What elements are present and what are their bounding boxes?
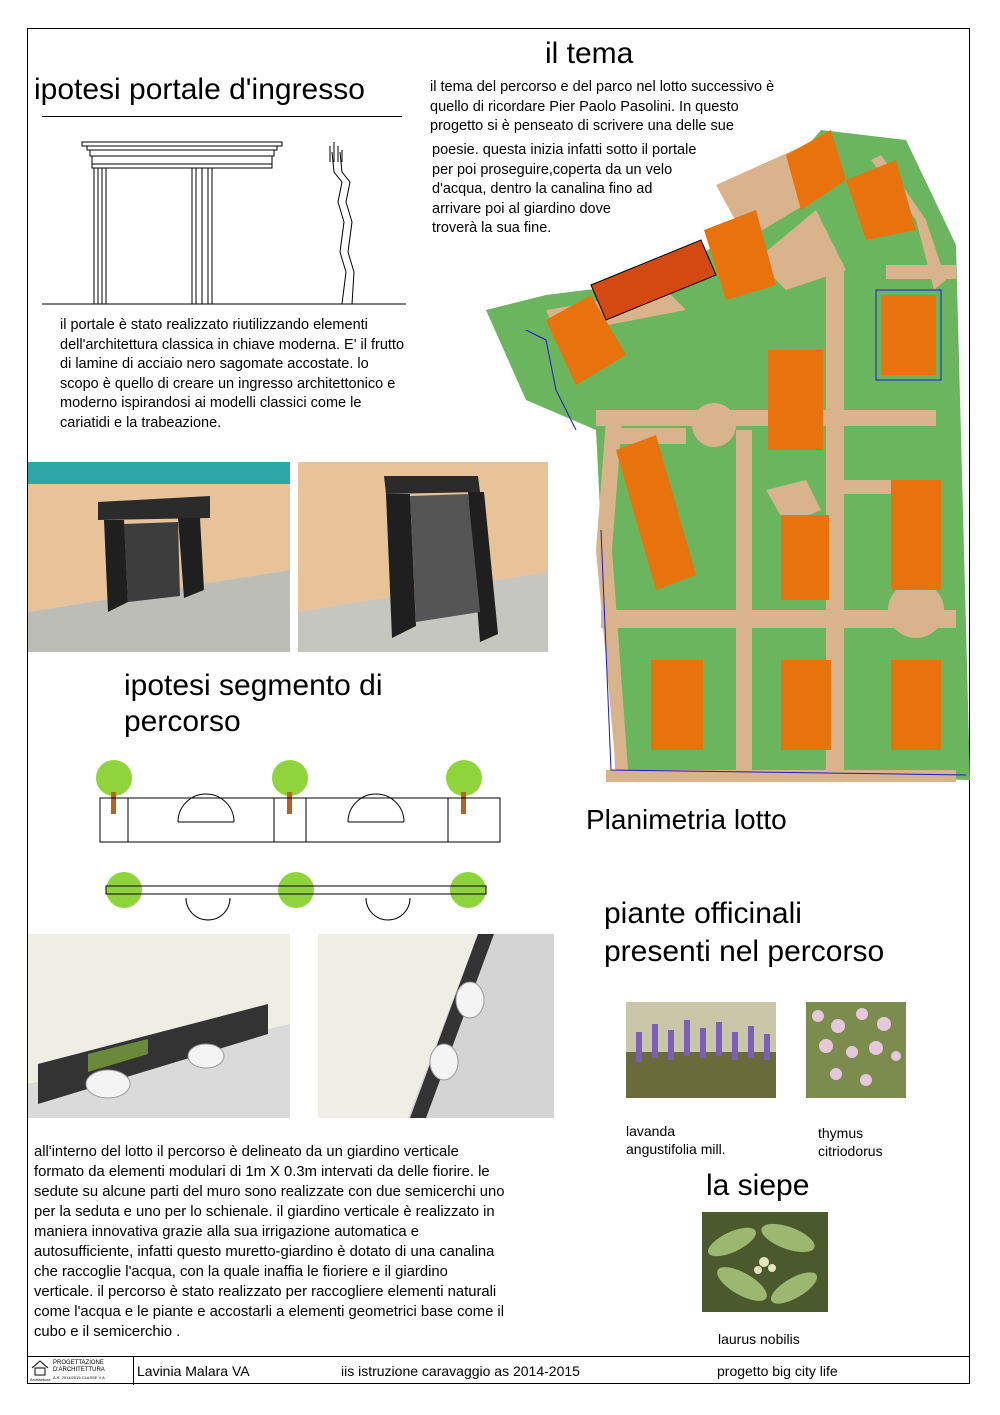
portal-title: ipotesi portale d'ingresso bbox=[34, 73, 365, 106]
portal-render-1 bbox=[28, 462, 290, 652]
title-underline bbox=[42, 116, 402, 117]
plan-title: Planimetria lotto bbox=[586, 804, 787, 835]
path-elevation-drawing bbox=[96, 760, 501, 843]
laurel-photo bbox=[702, 1212, 828, 1312]
thyme-photo bbox=[806, 1002, 906, 1098]
theme-description-bottom: poesie. questa inizia infatti sotto il p… bbox=[432, 142, 697, 236]
portal-description: il portale è stato realizzato riutilizza… bbox=[60, 317, 405, 431]
page-frame bbox=[27, 28, 970, 1384]
segment-title-line1: ipotesi segmento di bbox=[124, 669, 383, 702]
footer-school: iis istruzione caravaggio as 2014-2015 bbox=[341, 1363, 580, 1379]
footer-project: progetto big city life bbox=[717, 1363, 838, 1379]
lavender-photo bbox=[626, 1002, 776, 1098]
footer-author: Lavinia Malara VA bbox=[137, 1363, 250, 1379]
portal-elevation-drawing bbox=[42, 141, 406, 305]
house-icon bbox=[31, 1360, 49, 1376]
portal-render-2 bbox=[298, 462, 548, 652]
laurel-caption: laurus nobilis bbox=[718, 1331, 800, 1347]
theme-title: il tema bbox=[545, 37, 634, 70]
path-plan-drawing bbox=[105, 872, 487, 921]
theme-description-top: il tema del percorso e del parco nel lot… bbox=[430, 79, 775, 134]
path-description: all'interno del lotto il percorso è deli… bbox=[34, 1144, 505, 1340]
hedge-title: la siepe bbox=[706, 1169, 810, 1202]
path-render-1 bbox=[28, 934, 290, 1118]
herbs-title-line1: piante officinali bbox=[604, 897, 802, 930]
segment-title-line2: percorso bbox=[124, 705, 241, 738]
site-plan bbox=[486, 130, 970, 782]
path-render-2 bbox=[318, 934, 554, 1118]
herbs-title-line2: presenti nel percorso bbox=[604, 935, 885, 968]
